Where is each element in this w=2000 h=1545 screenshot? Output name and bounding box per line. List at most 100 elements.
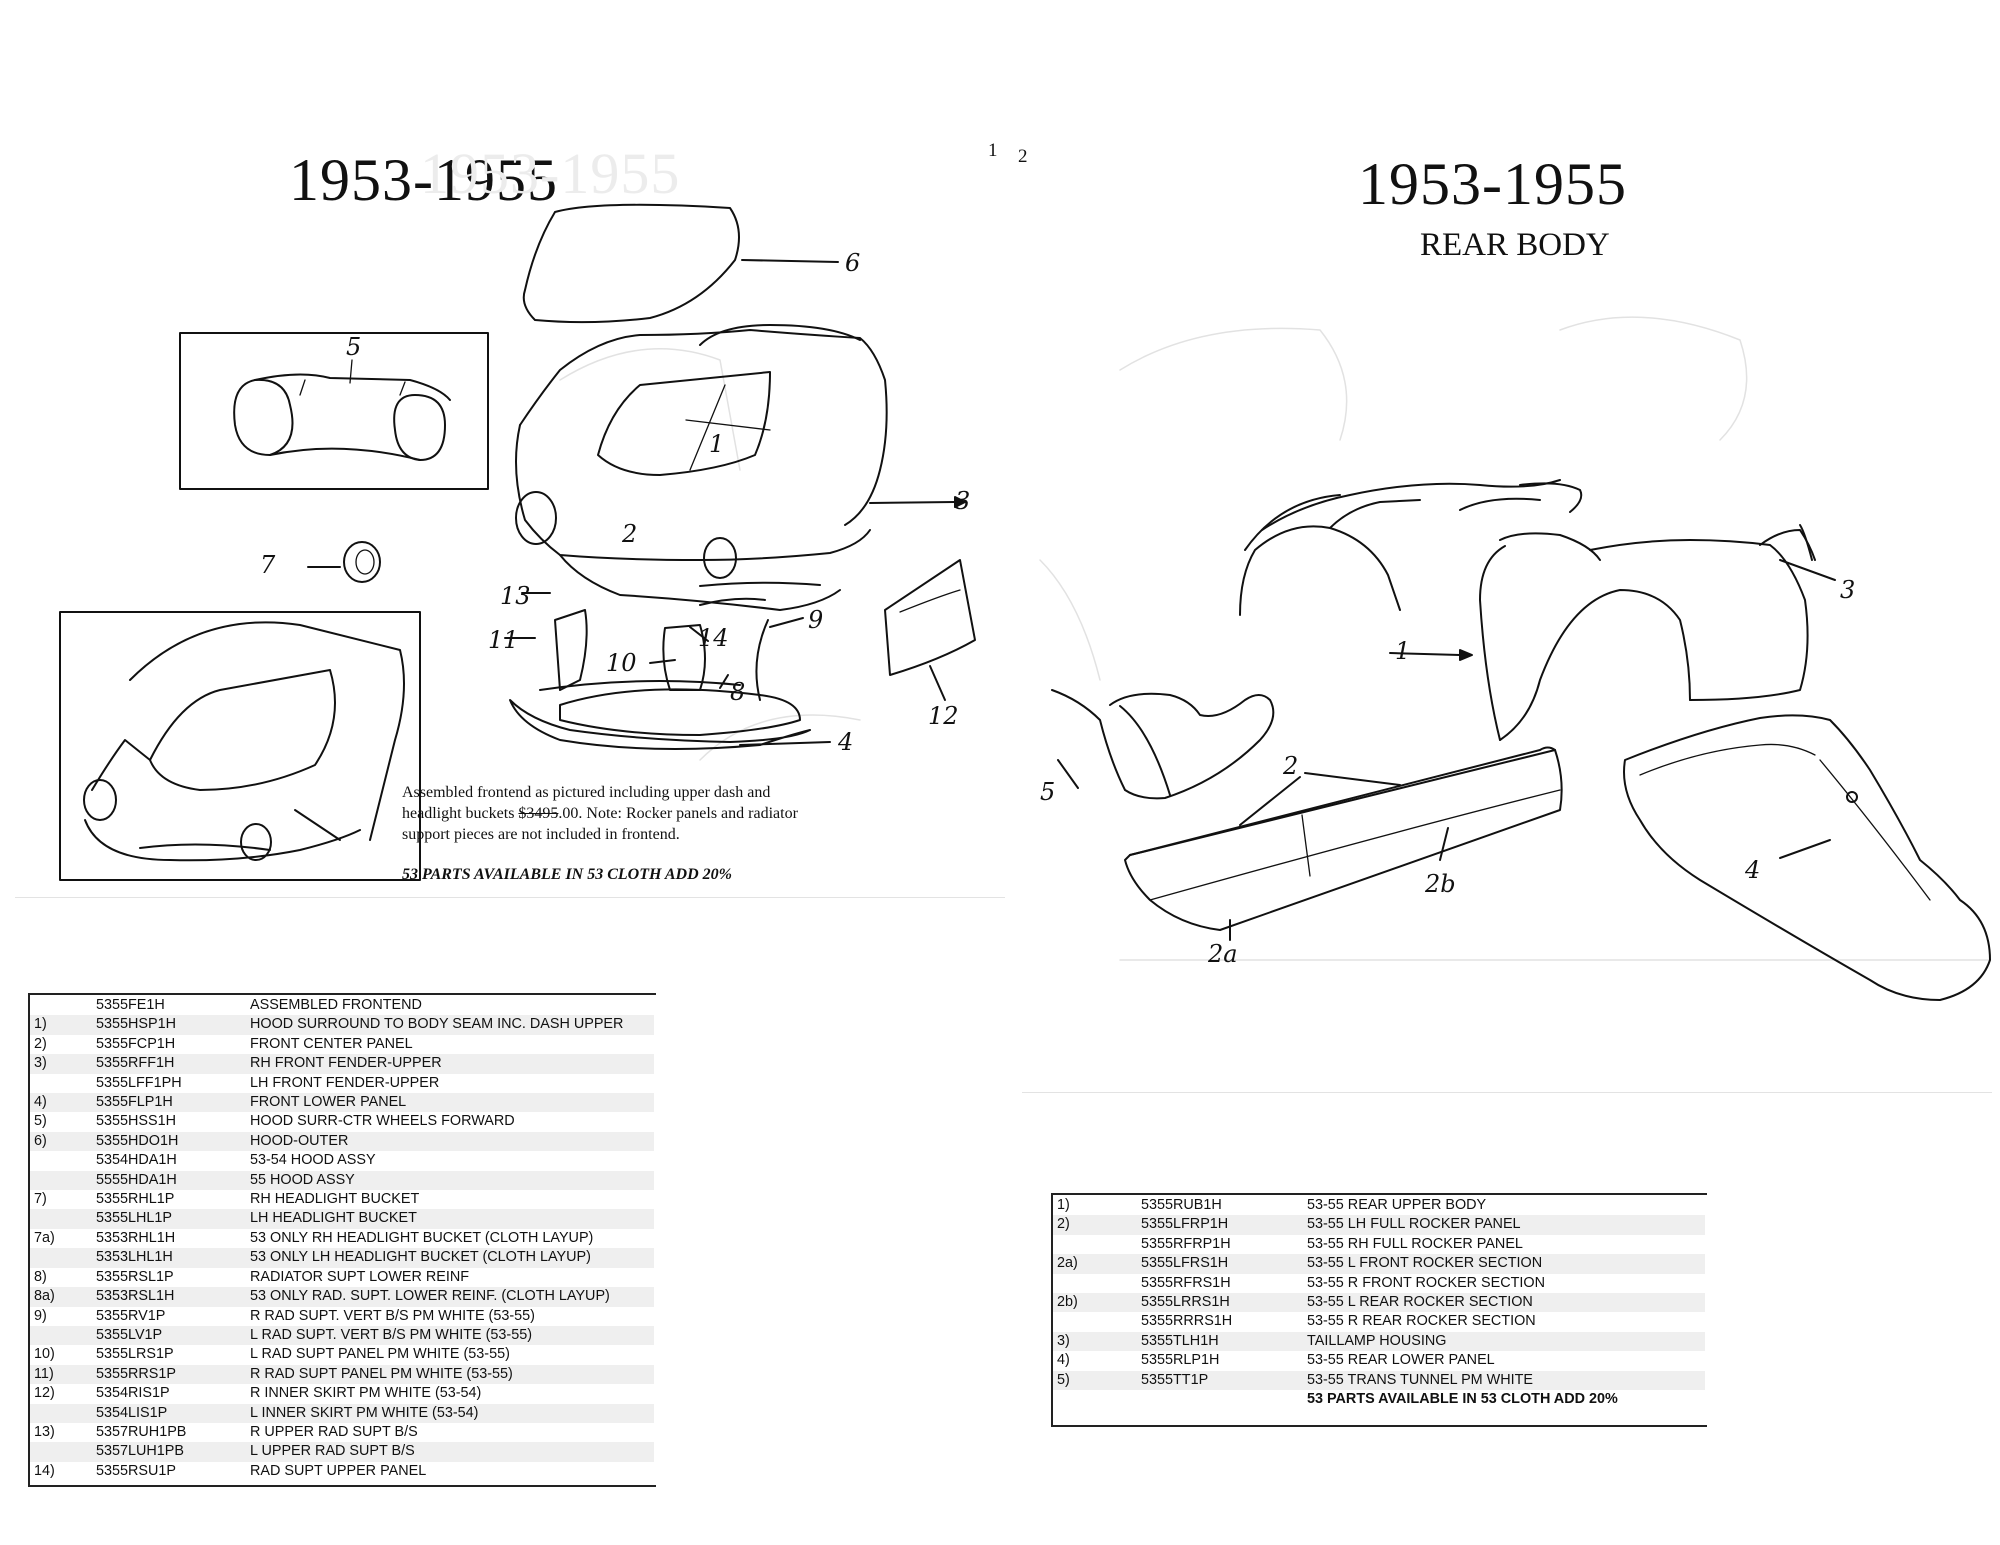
- rear-body-parts-table-body: 1) 5355RUB1H 53-55 REAR UPPER BODY 2)5355LF…: [1053, 1196, 1705, 1409]
- item-cell: 5): [1053, 1370, 1141, 1391]
- part-number-cell: 5355LRRS1H: [1141, 1293, 1307, 1313]
- callout-5: 5: [346, 333, 362, 361]
- item-cell: [30, 1442, 96, 1462]
- part-number-cell: 5353LHL1H: [96, 1248, 250, 1268]
- rear-body-parts-table-frame: [1051, 1193, 1707, 1427]
- part-number-cell: 5355RFRS1H: [1141, 1274, 1231, 1291]
- item-cell: 5): [34, 1113, 47, 1130]
- empty-cell: [1053, 1390, 1141, 1409]
- description-cell: L RAD SUPT. VERT B/S PM WHITE (53-55): [250, 1325, 654, 1346]
- part-number-cell: 5355LFRP1H: [1141, 1215, 1307, 1235]
- description-cell: L UPPER RAD SUPT B/S: [250, 1442, 654, 1462]
- callout-1-rear: 1: [1395, 637, 1411, 665]
- description-cell: 53 ONLY LH HEADLIGHT BUCKET (CLOTH LAYUP…: [250, 1248, 654, 1268]
- part-number-cell: 5353RSL1H: [96, 1287, 250, 1307]
- part-number-cell: 5355RUB1H: [1141, 1197, 1222, 1213]
- part-number-cell: 5357LUH1PB: [96, 1442, 250, 1462]
- callout-3-rear: 3: [1840, 576, 1856, 604]
- rear-lower-panel-shape: [1623, 714, 1991, 1001]
- description-cell: 53-55 REAR UPPER BODY: [1307, 1197, 1487, 1213]
- part-number-cell: 5355RHL1P: [96, 1191, 175, 1208]
- item-cell: 1): [30, 1015, 96, 1035]
- part-number-cell: 5355FCP1H: [96, 1035, 176, 1052]
- description-cell: HOOD SURROUND TO BODY SEAM INC. DASH UPP…: [250, 1015, 654, 1035]
- item-cell: 10): [34, 1346, 55, 1363]
- description-cell: 53-55 R REAR ROCKER SECTION: [1307, 1313, 1536, 1330]
- empty-cell: [1141, 1390, 1307, 1409]
- part-number-cell: 5355TT1P: [1141, 1370, 1307, 1391]
- item-cell: 4): [1057, 1352, 1070, 1369]
- part-number-cell: 5355LRS1P: [96, 1346, 174, 1363]
- description-cell: RH FRONT FENDER-UPPER: [250, 1054, 654, 1074]
- description-cell: R INNER SKIRT PM WHITE (53-54): [250, 1385, 482, 1402]
- callout-2b-rear: 2b: [1425, 870, 1456, 898]
- item-cell: 2): [1053, 1215, 1141, 1235]
- description-cell: 53 ONLY RAD. SUPT. LOWER REINF. (CLOTH L…: [250, 1287, 654, 1307]
- callout-4: 4: [838, 728, 854, 756]
- frontend-note-struck-price: $3495: [518, 805, 559, 822]
- description-cell: R RAD SUPT. VERT B/S PM WHITE (53-55): [250, 1307, 535, 1324]
- description-cell: 53-55 REAR LOWER PANEL: [1307, 1352, 1495, 1369]
- description-cell: HOOD-OUTER: [250, 1131, 654, 1152]
- callout-2-rear: 2: [1283, 752, 1299, 780]
- part-number-cell: 5355HDO1H: [96, 1131, 250, 1152]
- cloth-option-footer: 53 PARTS AVAILABLE IN 53 CLOTH ADD 20%: [1307, 1391, 1618, 1408]
- table-row: 5355RFRS1H 53-55 R FRONT ROCKER SECTION: [1053, 1274, 1705, 1293]
- inner-skirt-shape: [884, 559, 976, 676]
- item-cell: [30, 1248, 96, 1268]
- frontend-note-line2: headlight buckets $3495.00. Note: Rocker…: [402, 803, 842, 824]
- left-page-divider: [15, 897, 1005, 898]
- hood-surround-inset-box: [179, 332, 489, 490]
- callout-10: 10: [606, 649, 637, 677]
- item-cell: [30, 1325, 96, 1346]
- callout-9: 9: [808, 606, 824, 634]
- item-cell: [1053, 1312, 1141, 1331]
- assembled-frontend-inset-box: [59, 611, 421, 881]
- description-cell: 55 HOOD ASSY: [250, 1170, 654, 1191]
- item-cell: 8a): [30, 1287, 96, 1307]
- part-number-cell: 5355RFRP1H: [1141, 1235, 1231, 1252]
- description-cell: 53-54 HOOD ASSY: [250, 1152, 376, 1169]
- description-cell: 53-55 R FRONT ROCKER SECTION: [1307, 1274, 1546, 1291]
- item-cell: [30, 1151, 96, 1170]
- rocker-panel-shape: [1124, 749, 1563, 931]
- frontend-note: Assembled frontend as pictured including…: [402, 782, 842, 845]
- frontend-note-line1: Assembled frontend as pictured including…: [402, 784, 771, 801]
- description-cell: 53-55 L REAR ROCKER SECTION: [1307, 1293, 1705, 1313]
- description-cell: LH HEADLIGHT BUCKET: [250, 1209, 654, 1229]
- item-cell: [30, 1170, 96, 1191]
- item-cell: 1): [1057, 1197, 1070, 1213]
- cloth-option-note: 53 PARTS AVAILABLE IN 53 CLOTH ADD 20%: [402, 866, 732, 883]
- part-number-cell: 5355HSP1H: [96, 1015, 250, 1035]
- part-number-cell: 5555HDA1H: [96, 1170, 250, 1191]
- part-number-cell: 5355TLH1H: [1141, 1331, 1307, 1352]
- item-cell: 7): [34, 1191, 47, 1208]
- part-number-cell: 5355LV1P: [96, 1325, 250, 1346]
- callout-2: 2: [622, 520, 638, 548]
- callout-3: 3: [955, 487, 971, 515]
- item-cell: [1053, 1274, 1141, 1293]
- right-page-subtitle: REAR BODY: [1420, 227, 1610, 263]
- part-number-cell: 5355LFF1PH: [96, 1074, 182, 1091]
- table-row: 1) 5355RUB1H 53-55 REAR UPPER BODY: [1053, 1196, 1705, 1215]
